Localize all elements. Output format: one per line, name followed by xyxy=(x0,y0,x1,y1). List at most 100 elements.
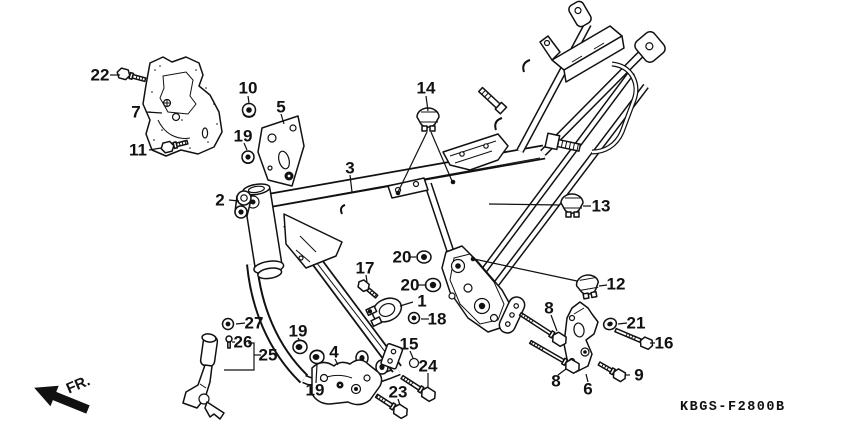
bolt-icon-9 xyxy=(597,361,627,383)
callout-number-6: 6 xyxy=(583,380,592,399)
bushing-icon-19c xyxy=(309,349,325,365)
leader-dot-14 xyxy=(450,179,456,185)
stay-plate xyxy=(380,342,420,370)
front-gusset xyxy=(283,213,343,269)
bolt-icon-8b xyxy=(528,339,580,375)
subframe-cross-member xyxy=(539,25,625,83)
callout-number-3: 3 xyxy=(345,159,354,178)
screw-icon-26 xyxy=(225,335,233,349)
callout-number-19: 19 xyxy=(306,381,325,400)
front-hanger-bracket xyxy=(257,115,305,187)
callout-number-21: 21 xyxy=(627,314,646,333)
leader-line-5 xyxy=(280,113,285,125)
callout-number-20: 20 xyxy=(401,276,420,295)
battery-tray-bracket xyxy=(442,133,509,171)
leader-line-15 xyxy=(409,350,414,359)
pivot-plates xyxy=(441,245,526,334)
leader-line-12 xyxy=(473,258,578,282)
band-clamp-14 xyxy=(416,107,440,132)
callout-number-13: 13 xyxy=(592,197,611,216)
diagram-code: KBGS-F2800B xyxy=(680,400,786,415)
leader-line-19 xyxy=(297,337,301,342)
leader-line-25 xyxy=(224,342,255,371)
callout-number-22: 22 xyxy=(91,66,110,85)
roller-bracket xyxy=(234,190,252,219)
shock-stub-bolt xyxy=(544,132,582,152)
callout-number-18: 18 xyxy=(428,310,447,329)
leader-dot-12 xyxy=(470,256,476,262)
leader-line-14 xyxy=(430,131,453,182)
callout-number-25: 25 xyxy=(259,346,278,365)
callout-number-19: 19 xyxy=(289,322,308,341)
callout-number-10: 10 xyxy=(239,79,258,98)
leader-line-27 xyxy=(235,322,246,325)
leader-line-19 xyxy=(315,363,318,384)
leader-line-12 xyxy=(598,284,608,287)
callout-number-26: 26 xyxy=(234,333,253,352)
callout-number-1: 1 xyxy=(417,292,426,311)
engine-hanger-bracket xyxy=(311,359,383,406)
bushing-icon-19b xyxy=(292,339,308,355)
callout-number-8: 8 xyxy=(551,372,560,391)
callout-number-23: 23 xyxy=(389,383,408,402)
callout-number-20: 20 xyxy=(393,248,412,267)
fr-direction-arrow: FR. xyxy=(34,372,93,414)
callout-number-4: 4 xyxy=(329,343,339,362)
band-clamp-12 xyxy=(575,274,600,300)
callout-number-7: 7 xyxy=(131,103,140,122)
leader-line-1 xyxy=(399,301,414,307)
leader-line-21 xyxy=(617,322,628,325)
band-clamp-13 xyxy=(560,193,584,218)
nut-icon-27 xyxy=(221,317,235,331)
leader-line-3 xyxy=(349,174,353,193)
callout-number-19: 19 xyxy=(234,127,253,146)
tube-clamp xyxy=(365,297,403,327)
leader-line-14 xyxy=(397,131,428,193)
leader-line-8 xyxy=(557,368,567,376)
leader-line-19 xyxy=(243,142,248,151)
nut-icon-20b xyxy=(424,277,442,293)
leader-line-13 xyxy=(488,203,561,206)
callout-number-8: 8 xyxy=(544,299,553,318)
fr-label: FR. xyxy=(64,372,93,397)
subframe-front-tab xyxy=(568,0,592,28)
callout-number-27: 27 xyxy=(245,314,264,333)
bolt-icon-11 xyxy=(160,139,189,154)
bolt-icon-17 xyxy=(357,279,379,299)
nut-icon-10 xyxy=(241,102,257,118)
nut-icon-18 xyxy=(407,311,421,325)
leader-line-23 xyxy=(397,398,401,406)
leader-line-17 xyxy=(365,274,368,283)
callout-number-2: 2 xyxy=(215,191,224,210)
leader-line-11 xyxy=(148,147,162,151)
subframe-rear-tab xyxy=(634,31,666,63)
frame-body-drawing xyxy=(242,0,666,391)
callout-number-9: 9 xyxy=(634,366,643,385)
bolt-icon-16 xyxy=(614,327,654,351)
leader-line-6 xyxy=(585,373,589,383)
leader-line-7 xyxy=(145,111,163,114)
callout-layer: 2271110195231413121720201182726251941915… xyxy=(91,66,674,406)
callout-number-12: 12 xyxy=(607,275,626,294)
nut-icon-19a xyxy=(241,150,255,164)
callout-number-11: 11 xyxy=(129,141,147,160)
leader-line-14 xyxy=(425,95,429,112)
callout-number-5: 5 xyxy=(276,98,285,117)
callout-number-15: 15 xyxy=(400,335,419,354)
callout-number-16: 16 xyxy=(655,334,674,353)
leader-line-8 xyxy=(550,314,558,332)
callout-number-14: 14 xyxy=(417,79,436,98)
leader-line-4 xyxy=(334,358,339,366)
callout-number-17: 17 xyxy=(356,259,375,278)
leader-line-10 xyxy=(247,95,250,104)
bolt-icon-22 xyxy=(116,67,147,83)
callout-number-24: 24 xyxy=(419,357,438,376)
nut-icon-20a xyxy=(416,250,432,264)
top-stud-bolt xyxy=(477,86,508,115)
bolt-icon-8a xyxy=(518,311,567,348)
helmet-holder-lock xyxy=(182,333,225,420)
leader-dot-14 xyxy=(395,190,401,196)
washer-icon-21 xyxy=(602,317,618,331)
